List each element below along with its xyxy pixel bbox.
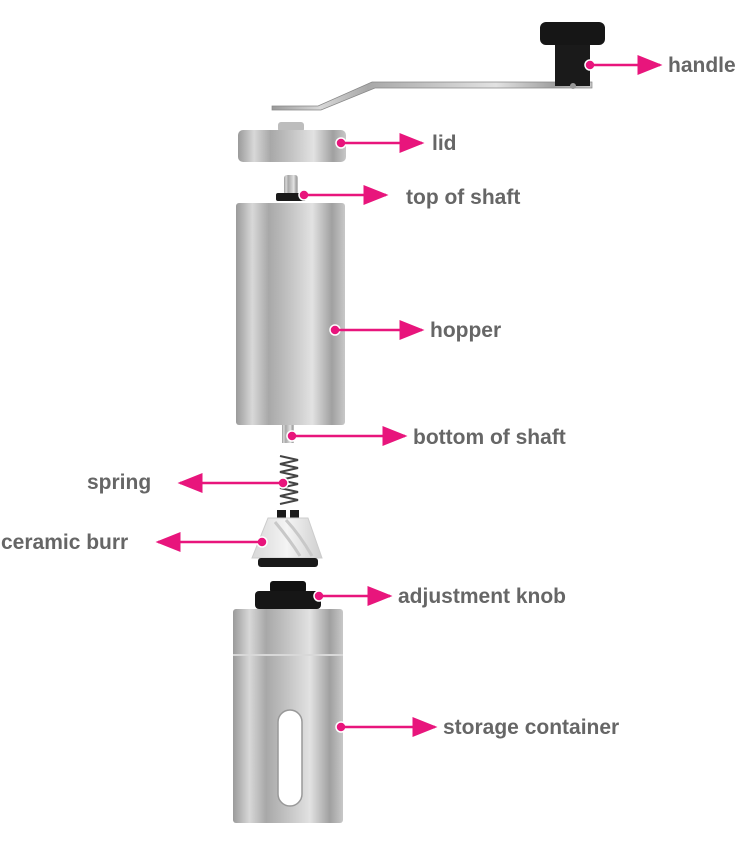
- callout-lid: lid: [335, 132, 457, 155]
- callout-handle: handle: [584, 54, 736, 77]
- callout-ceramic-burr: ceramic burr: [1, 531, 268, 554]
- callout-storage-container: storage container: [335, 716, 619, 739]
- label-adjustment-knob: adjustment knob: [398, 585, 566, 608]
- label-spring: spring: [87, 471, 151, 494]
- callout-top-of-shaft: top of shaft: [298, 185, 520, 209]
- label-ceramic-burr: ceramic burr: [1, 531, 128, 554]
- label-lid: lid: [432, 132, 457, 155]
- adjustment-knob-part: [255, 581, 321, 609]
- label-hopper: hopper: [430, 319, 501, 342]
- label-top-of-shaft: top of shaft: [406, 186, 520, 209]
- storage-container-part: [233, 609, 343, 823]
- lid-part: [238, 122, 346, 162]
- callout-spring: spring: [87, 471, 289, 494]
- handle-part: [271, 22, 605, 111]
- callout-hopper: hopper: [329, 319, 501, 342]
- label-storage-container: storage container: [443, 716, 619, 739]
- label-handle: handle: [668, 54, 736, 77]
- callout-adjustment-knob: adjustment knob: [313, 585, 566, 608]
- hopper-part: [236, 203, 345, 425]
- callout-bottom-of-shaft: bottom of shaft: [286, 426, 566, 449]
- label-bottom-of-shaft: bottom of shaft: [413, 426, 566, 449]
